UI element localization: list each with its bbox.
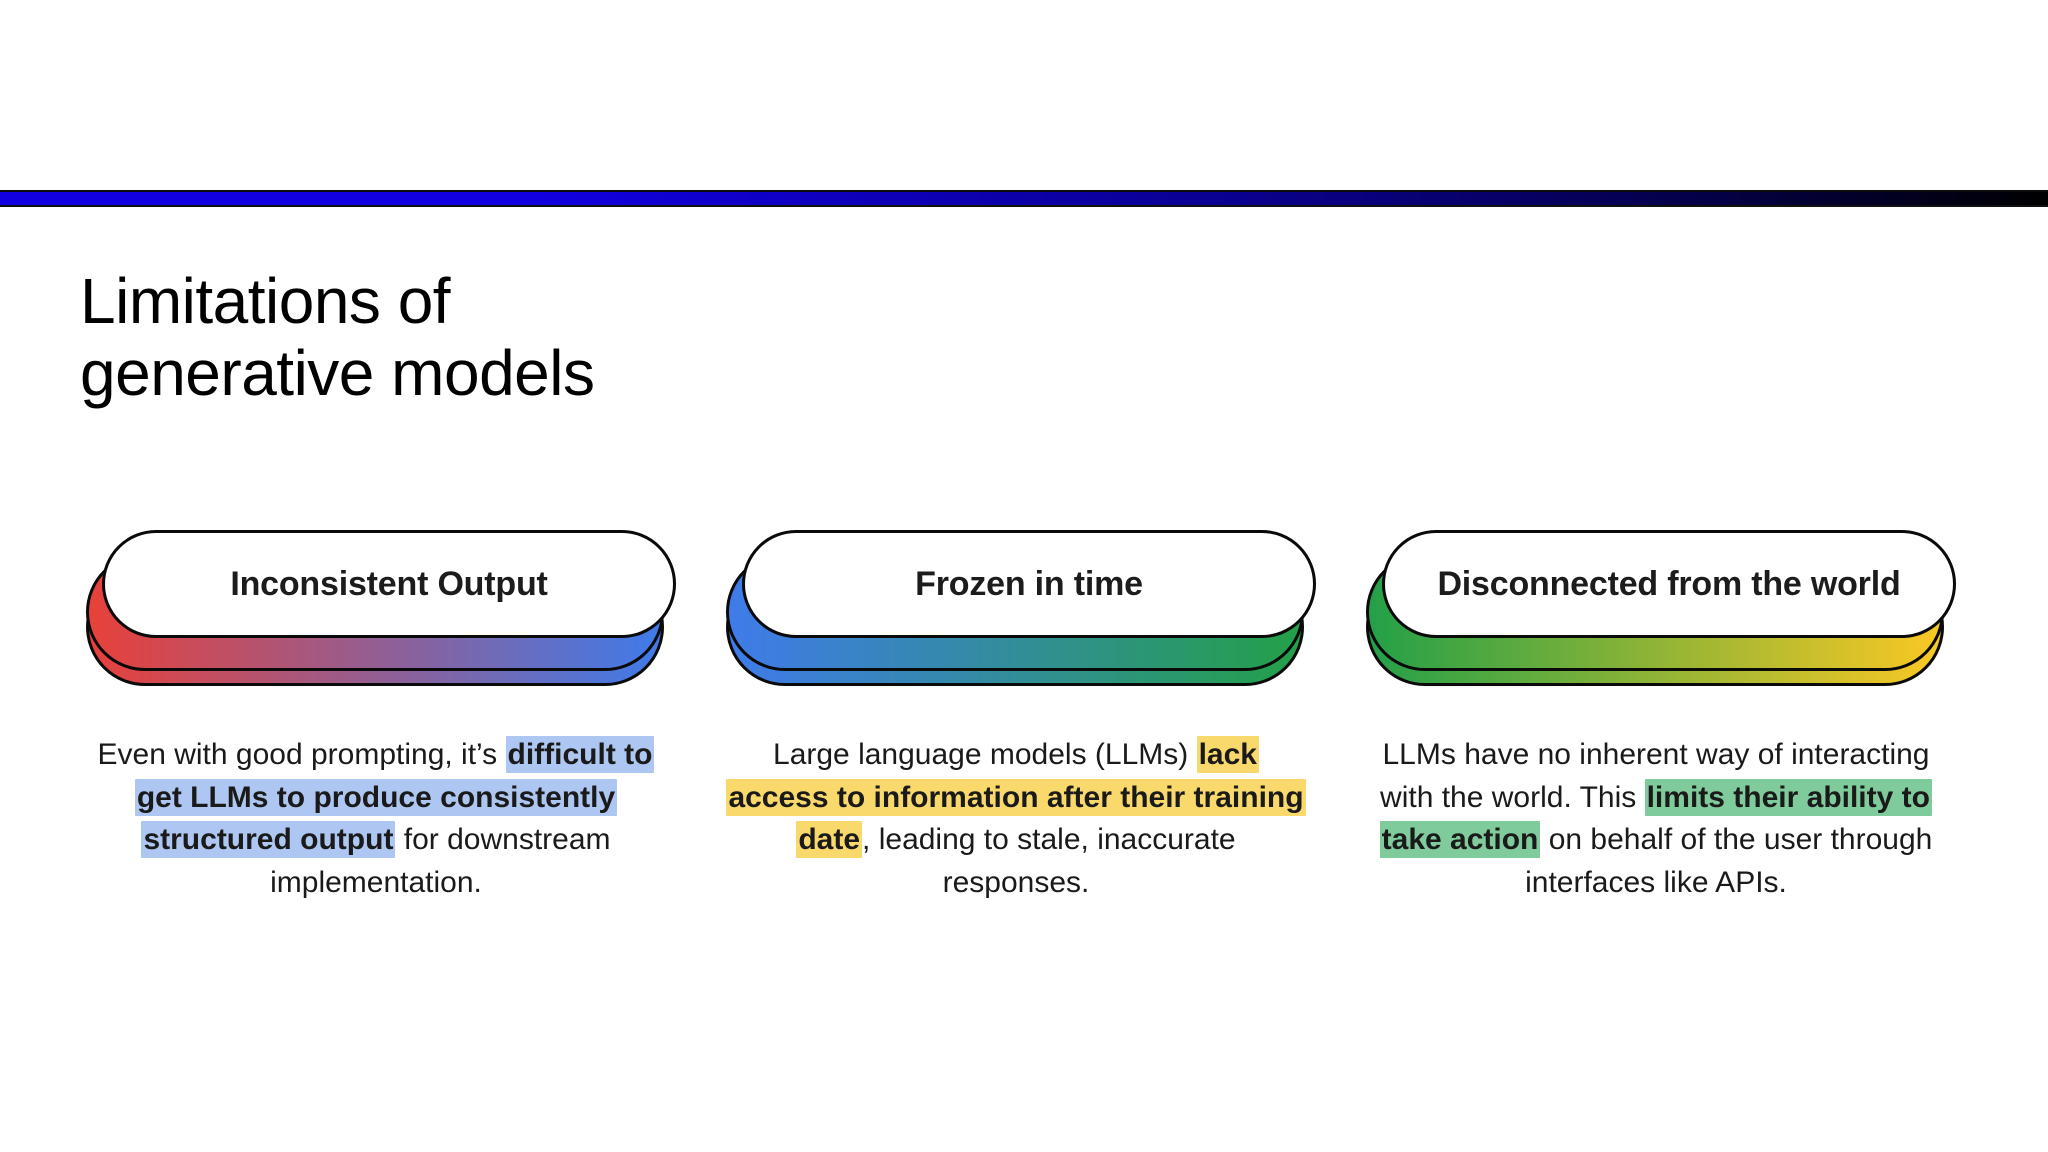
card-pill-stack: Inconsistent Output [86, 530, 676, 690]
accent-bar-top-hairline [0, 190, 2048, 192]
body-text-segment: Even with good prompting, it’s [97, 738, 506, 771]
body-text-segment: on behalf of the user through interfaces… [1525, 823, 1933, 899]
card-title: Disconnected from the world [1437, 564, 1901, 603]
body-text-segment: for downstream implementation. [270, 823, 611, 899]
card-pill-stack: Disconnected from the world [1366, 530, 1956, 690]
card-pill-face[interactable]: Inconsistent Output [102, 530, 676, 638]
card-body-text: LLMs have no inherent way of interacting… [1366, 734, 1946, 904]
page-title: Limitations of generative models [80, 264, 595, 410]
top-accent-bar [0, 192, 2048, 205]
body-text-segment: LLMs have no inherent way of interacting… [1380, 738, 1930, 814]
card-title: Inconsistent Output [230, 564, 548, 603]
accent-bar-bottom-hairline [0, 205, 2048, 207]
card-pill-stack: Frozen in time [726, 530, 1316, 690]
body-text-segment: Large language models (LLMs) [773, 738, 1197, 771]
card-body-text: Large language models (LLMs) lack access… [726, 734, 1306, 904]
card-body-text: Even with good prompting, it’s difficult… [86, 734, 666, 904]
card-pill-face[interactable]: Frozen in time [742, 530, 1316, 638]
card-title: Frozen in time [915, 564, 1143, 603]
card-pill-face[interactable]: Disconnected from the world [1382, 530, 1956, 638]
body-text-segment: , leading to stale, inaccurate responses… [862, 823, 1236, 899]
